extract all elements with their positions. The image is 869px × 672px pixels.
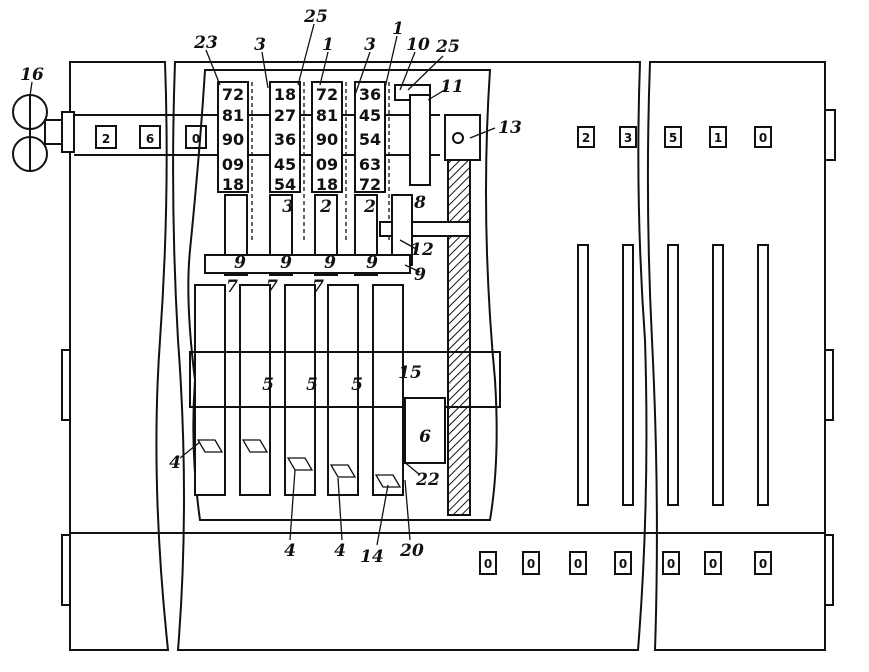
drum-number: 45 <box>274 155 296 174</box>
label-25b: 25 <box>435 37 460 57</box>
register-digit: 0 <box>759 131 767 145</box>
upper-register: 2 3 5 1 0 <box>577 126 772 148</box>
drum-number: 72 <box>359 175 381 194</box>
register-digit: 0 <box>759 557 767 571</box>
register-digit: 0 <box>709 557 717 571</box>
label-15: 15 <box>398 363 422 383</box>
register-digit: 0 <box>527 557 535 571</box>
pawls-row <box>204 194 413 276</box>
drum-number: 81 <box>316 106 338 125</box>
label-5b: 5 <box>306 375 318 395</box>
top-window-digit: 6 <box>146 132 154 146</box>
label-7: 7 <box>226 277 238 297</box>
drum-number: 18 <box>316 175 338 194</box>
register-digit: 2 <box>582 131 590 145</box>
sliders <box>189 284 501 496</box>
reference-numerals: 16 23 3 25 1 3 1 10 25 11 13 3 2 2 8 12 … <box>20 7 522 567</box>
label-9d: 9 <box>366 253 378 273</box>
label-1b: 1 <box>392 19 404 39</box>
drum-number: 54 <box>359 130 381 149</box>
register-digit: 0 <box>574 557 582 571</box>
label-9b: 9 <box>280 253 292 273</box>
register-digit: 3 <box>624 131 632 145</box>
label-5c: 5 <box>351 375 363 395</box>
label-4c: 4 <box>334 541 346 561</box>
drum-number: 36 <box>359 85 381 104</box>
drum-number: 18 <box>222 175 244 194</box>
label-16: 16 <box>20 65 44 85</box>
top-window-digits: 2 6 0 <box>95 125 207 149</box>
drum-number: 90 <box>316 130 338 149</box>
drum-number: 09 <box>222 155 244 174</box>
register-digit: 1 <box>714 131 722 145</box>
label-2b: 2 <box>363 197 376 217</box>
register-digit: 0 <box>484 557 492 571</box>
register-digit: 0 <box>667 557 675 571</box>
label-9: 9 <box>234 253 246 273</box>
number-drums <box>217 81 390 240</box>
label-8: 8 <box>413 193 426 213</box>
label-11: 11 <box>440 77 464 97</box>
drum-number: 63 <box>359 155 381 174</box>
drum-number: 27 <box>274 106 296 125</box>
label-7b: 7 <box>266 277 278 297</box>
register-digit: 0 <box>619 557 627 571</box>
label-13: 13 <box>498 118 522 138</box>
register-slots <box>577 244 769 506</box>
label-3b: 3 <box>364 35 376 55</box>
top-window-digit: 0 <box>192 132 200 146</box>
drum-number: 54 <box>274 175 296 194</box>
label-4b: 4 <box>284 541 296 561</box>
drum-column-1: 72 81 90 09 18 <box>222 85 244 194</box>
label-20: 20 <box>399 541 424 561</box>
drum-column-4: 36 45 54 63 72 <box>359 85 381 194</box>
label-10: 10 <box>406 35 430 55</box>
drum-number: 18 <box>274 85 296 104</box>
drum-number: 09 <box>316 155 338 174</box>
crank-knob <box>12 94 75 172</box>
leader-lines <box>29 23 496 546</box>
label-5: 5 <box>262 375 274 395</box>
drum-column-3: 72 81 90 09 18 <box>316 85 338 194</box>
bottom-register: 0 0 0 0 0 0 0 <box>479 551 772 575</box>
label-9e: 9 <box>414 265 426 285</box>
label-2: 2 <box>319 197 332 217</box>
drum-number: 72 <box>316 85 338 104</box>
label-7c: 7 <box>312 277 324 297</box>
drum-number: 90 <box>222 130 244 149</box>
label-23: 23 <box>193 33 218 53</box>
label-9c: 9 <box>324 253 336 273</box>
register-digit: 5 <box>669 131 677 145</box>
label-12: 12 <box>410 240 434 260</box>
label-22: 22 <box>415 470 440 490</box>
label-25: 25 <box>303 7 328 27</box>
drum-column-2: 18 27 36 45 54 <box>274 85 296 194</box>
drum-number: 72 <box>222 85 244 104</box>
label-6: 6 <box>419 427 431 447</box>
drum-number: 36 <box>274 130 296 149</box>
label-3c: 3 <box>282 197 294 217</box>
label-14: 14 <box>360 547 384 567</box>
drum-number: 45 <box>359 106 381 125</box>
top-window-digit: 2 <box>102 132 110 146</box>
drum-number: 81 <box>222 106 244 125</box>
label-4: 4 <box>169 453 181 473</box>
label-3: 3 <box>254 35 266 55</box>
label-1: 1 <box>322 35 334 55</box>
housing-panels <box>61 61 836 651</box>
